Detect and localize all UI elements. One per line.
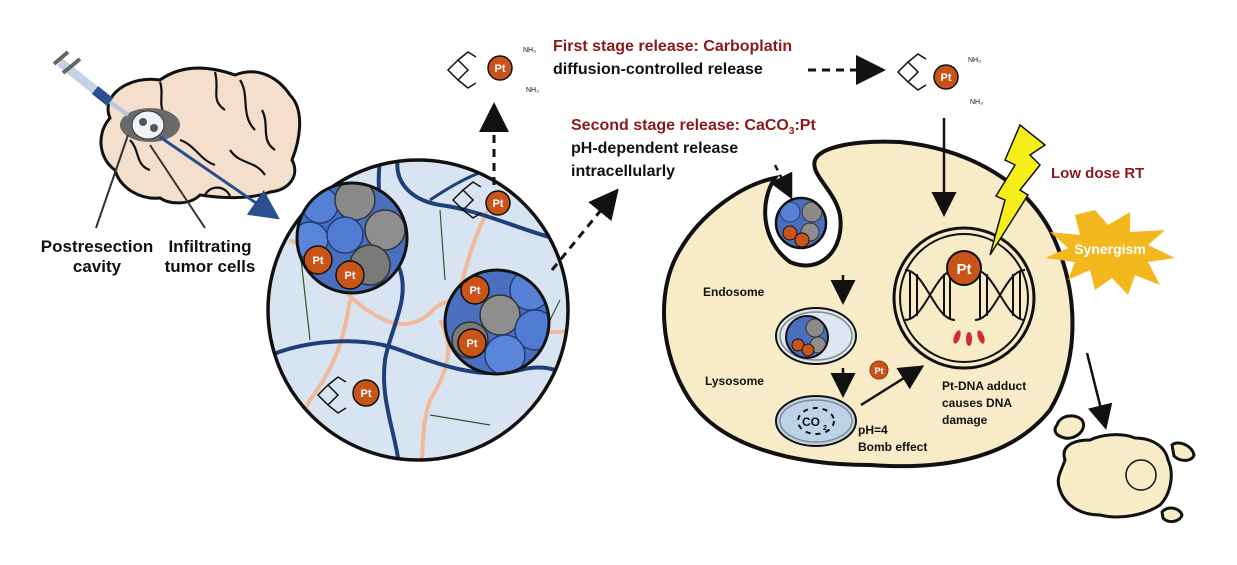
nanoparticle xyxy=(297,183,407,293)
pt-label: Pt xyxy=(941,72,952,84)
ph-label: pH=4 xyxy=(858,423,888,437)
first-stage-title: First stage release: Carboplatin xyxy=(553,38,793,55)
second-stage-title: Second stage release: CaCO3:Pt xyxy=(571,117,816,138)
dna-damage-mark xyxy=(953,330,961,344)
pt-label: Pt xyxy=(470,285,481,297)
postresection-cavity-label: Postresection cavity xyxy=(37,237,157,276)
pointer-line-tumor xyxy=(149,144,206,229)
dna-damage-mark xyxy=(966,332,972,346)
pt-label: Pt xyxy=(495,63,506,75)
low-dose-rt-label: Low dose RT xyxy=(1051,165,1145,182)
release-arrow-diag xyxy=(550,188,619,271)
nanoparticle xyxy=(776,198,826,248)
nh3-label: NH₃ xyxy=(526,87,539,94)
pt-label: Pt xyxy=(361,388,372,400)
lysosome-label: Lysosome xyxy=(705,374,764,388)
nanoparticle xyxy=(445,270,549,374)
pt-label: Pt xyxy=(313,255,324,267)
infiltrating-line2: tumor cells xyxy=(164,256,256,276)
free-pt-label: Pt xyxy=(875,366,884,376)
carboplatin-molecule: Pt xyxy=(316,376,380,414)
pt-label: Pt xyxy=(957,261,972,278)
lysosome-vesicle: CO 2 xyxy=(775,395,857,447)
endosome-label: Endosome xyxy=(703,285,765,299)
injection-arrow xyxy=(159,135,280,220)
bomb-effect-label: Bomb effect xyxy=(858,440,928,454)
synergism-label: Synergism xyxy=(1074,241,1146,257)
pt-label: Pt xyxy=(467,338,478,350)
second-stage-subscript: 3 xyxy=(788,126,795,138)
pointer-line-cavity xyxy=(95,134,129,229)
nh3-label: NH₃ xyxy=(968,57,981,64)
carboplatin-molecule: Pt NH₃ NH₃ xyxy=(896,53,983,106)
postresection-line1: Postresection xyxy=(40,237,154,256)
radiation-lightning-icon xyxy=(989,123,1047,256)
dna-damage-mark xyxy=(977,330,985,344)
arrow-to-cell-death xyxy=(1085,352,1113,430)
synergism-burst xyxy=(1045,210,1175,295)
nh3-label: NH₃ xyxy=(970,99,983,106)
infiltrating-line1: Infiltrating xyxy=(168,237,252,256)
nanoparticle xyxy=(786,316,828,358)
nucleus: Pt xyxy=(892,226,1036,370)
arrow-to-nucleus xyxy=(860,365,925,407)
second-stage-suffix: :Pt xyxy=(794,117,816,134)
adduct-label-2: causes DNA xyxy=(942,396,1013,410)
syringe-icon xyxy=(52,50,130,117)
endocytosis-arrow xyxy=(769,164,793,200)
second-stage-prefix: Second stage release: CaCO xyxy=(571,117,789,134)
carboplatin-molecule: Pt xyxy=(451,181,511,219)
pt-label: Pt xyxy=(345,270,356,282)
co2-label: CO xyxy=(802,415,820,429)
second-stage-subtitle-1: pH-dependent release xyxy=(571,140,739,157)
adduct-label-1: Pt-DNA adduct xyxy=(942,379,1027,393)
second-stage-subtitle-2: intracellularly xyxy=(571,163,676,180)
adduct-label-3: damage xyxy=(942,413,988,427)
postresection-line2: cavity xyxy=(72,256,122,276)
pt-label: Pt xyxy=(493,198,504,210)
apoptotic-cell xyxy=(1053,414,1196,524)
first-stage-subtitle: diffusion-controlled release xyxy=(553,61,763,78)
infiltrating-tumor-label: Infiltrating tumor cells xyxy=(160,237,260,276)
nh3-label: NH₃ xyxy=(523,47,536,54)
carboplatin-molecule: Pt NH₃ NH₃ xyxy=(446,47,539,94)
brain-illustration xyxy=(99,66,302,205)
tumor-cell xyxy=(662,139,1075,469)
co2-subscript: 2 xyxy=(823,425,827,432)
